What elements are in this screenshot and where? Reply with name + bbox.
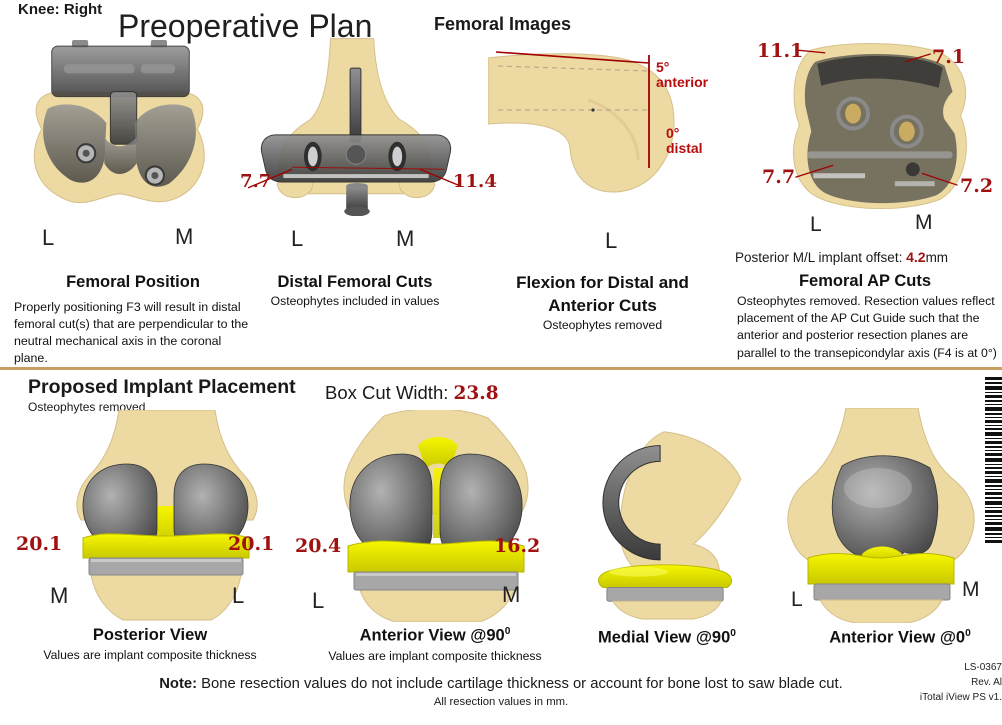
posterior-view-subtitle: Values are implant composite thickness: [43, 648, 257, 662]
medial-view-90-image: [598, 431, 742, 620]
panel4-measure-top-left: 11.1: [757, 40, 804, 62]
barcode: [985, 377, 1002, 543]
offset-label: Posterior M/L implant offset:: [735, 250, 903, 265]
posterior-right-label: L: [232, 583, 245, 608]
offset-value: 4.2: [906, 249, 926, 265]
panel4-caption: Osteophytes removed. Resection values re…: [737, 294, 997, 360]
box-cut-width-line: Box Cut Width: 23.8: [325, 382, 499, 404]
anterior-view-90-image: [343, 410, 529, 622]
anterior0-title: Anterior View @00: [800, 628, 1000, 648]
panel2-measure-left: 7.7: [240, 171, 272, 192]
distal-femoral-cuts-image: [248, 38, 461, 216]
posterior-offset-line: Posterior M/L implant offset: 4.2mm: [735, 249, 948, 265]
implant-section-subtitle: Osteophytes removed: [28, 400, 146, 414]
panel3-title-line2: Anterior Cuts: [548, 296, 657, 315]
panel3-subtitle: Osteophytes removed: [542, 318, 663, 332]
panel4-title: Femoral AP Cuts: [798, 272, 932, 290]
box-cut-value: 23.8: [453, 383, 499, 404]
anterior-view-0-image: [787, 408, 975, 623]
anterior0-title-main: Anterior View @0: [829, 628, 966, 647]
anterior0-left-label: L: [791, 588, 803, 611]
posterior-view-image: [76, 410, 258, 621]
panel3-annotation-distal: 0° distal: [666, 125, 703, 157]
panel1-title: Femoral Position: [66, 273, 200, 291]
panel2-title: Distal Femoral Cuts: [277, 273, 433, 291]
anterior90-title-sup: 0: [504, 626, 511, 637]
panel2-subtitle: Osteophytes included in values: [270, 294, 440, 308]
panel4-left-label: L: [810, 213, 822, 236]
anterior0-title-sup: 0: [965, 628, 971, 639]
anterior90-subtitle: Values are implant composite thickness: [328, 649, 542, 663]
anterior90-right-label: M: [502, 582, 521, 607]
doc-revision: Rev. Al: [971, 677, 1002, 688]
posterior-measure-right: 20.1: [228, 533, 275, 555]
anterior90-title-main: Anterior View @90: [359, 626, 505, 645]
medial90-title: Medial View @900: [572, 628, 762, 648]
doc-number: LS-0367: [964, 662, 1002, 673]
section-divider: [0, 367, 1002, 370]
doc-software-version: iTotal iView PS v1.: [919, 692, 1002, 703]
panel3-annotation-anterior: 5° anterior: [656, 59, 709, 91]
panel3-left-label: L: [605, 228, 618, 253]
flexion-image: [488, 51, 675, 193]
implant-section-title: Proposed Implant Placement: [28, 376, 296, 398]
anterior90-measure-right: 16.2: [494, 535, 541, 557]
page-title: Preoperative Plan: [118, 8, 373, 44]
medial90-title-sup: 0: [730, 628, 736, 639]
footer-note-sub: All resection values in mm.: [433, 696, 569, 708]
panel4-measure-bottom-left: 7.7: [762, 166, 796, 188]
panel3-title-line1: Flexion for Distal and: [516, 273, 689, 292]
panel3-ann1-value: 5°: [656, 59, 670, 75]
box-cut-label: Box Cut Width:: [325, 382, 449, 403]
panel4-right-label: M: [915, 211, 933, 234]
panel1-left-label: L: [42, 225, 55, 250]
medial90-title-main: Medial View @90: [598, 628, 731, 647]
posterior-view-title: Posterior View: [92, 626, 208, 644]
posterior-left-label: M: [50, 583, 69, 608]
panel2-measure-right: 11.4: [453, 171, 497, 192]
panel1-right-label: M: [175, 224, 194, 249]
panel3-ann1-label: anterior: [656, 74, 709, 91]
femoral-position-image: [33, 40, 205, 204]
panel2-right-label: M: [396, 226, 415, 251]
anterior90-measure-left: 20.4: [295, 535, 342, 557]
footer-note-text: Bone resection values do not include car…: [201, 676, 843, 692]
footer-note-label: Note:: [159, 676, 198, 692]
posterior-measure-left: 20.1: [16, 533, 63, 555]
panel3-ann2-label: distal: [666, 140, 703, 157]
panel4-measure-bottom-right: 7.2: [960, 175, 994, 197]
panel1-caption: Properly positioning F3 will result in d…: [14, 300, 249, 366]
femoral-ap-cuts-image: [792, 43, 967, 210]
femoral-images-heading: Femoral Images: [434, 14, 572, 34]
document-id-block: LS-0367 Rev. Al iTotal iView PS v1.: [920, 660, 1002, 705]
offset-unit: mm: [925, 250, 949, 265]
knee-side-label: Knee: Right: [18, 1, 103, 18]
panel2-left-label: L: [291, 226, 304, 251]
anterior90-left-label: L: [312, 588, 325, 613]
anterior90-title: Anterior View @900: [320, 626, 550, 646]
anterior0-right-label: M: [962, 578, 980, 601]
panel3-ann2-value: 0°: [666, 125, 680, 141]
footer-note: Note: Bone resection values do not inclu…: [0, 676, 1002, 692]
panel4-measure-top-right: 7.1: [932, 46, 966, 68]
